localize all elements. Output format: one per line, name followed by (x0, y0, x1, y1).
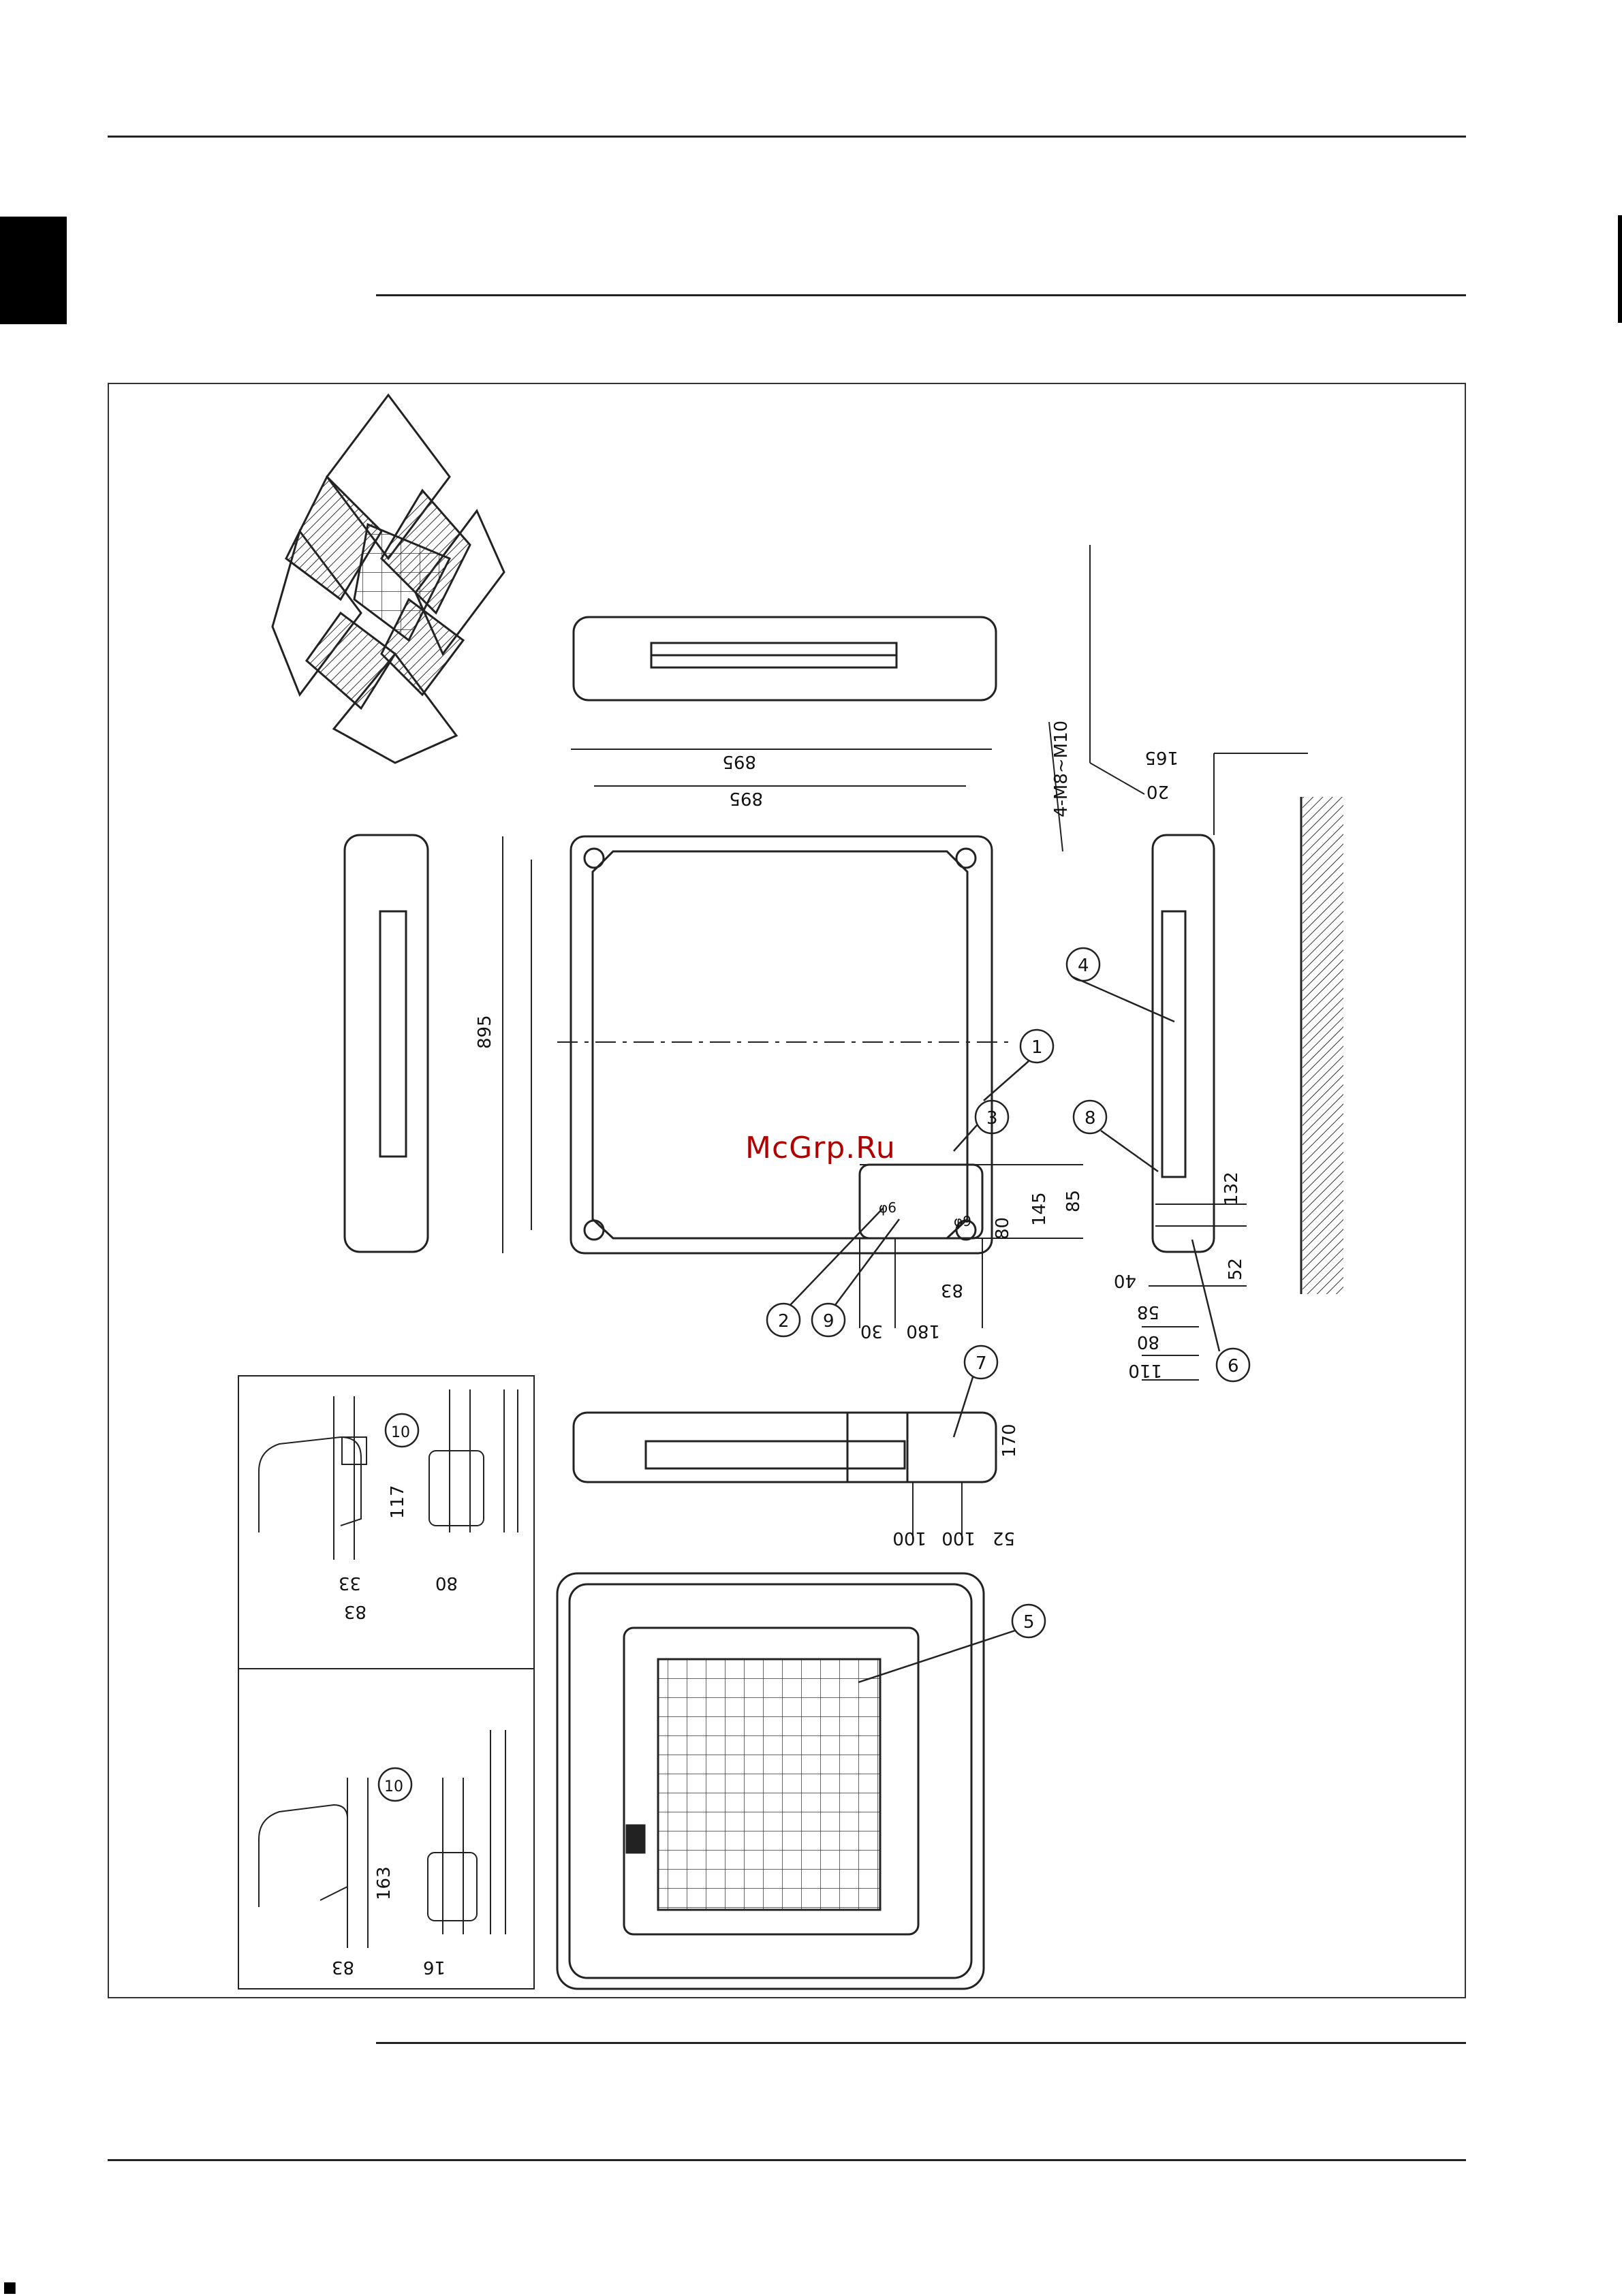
dim-40: 40 (1114, 1270, 1136, 1291)
dim-100: 100 (892, 1528, 926, 1548)
dim-100-b: 100 (941, 1528, 976, 1548)
callout-2: 2 (778, 1311, 790, 1332)
callout-7: 7 (976, 1353, 987, 1374)
dim-895-left: 895 (475, 1015, 495, 1049)
dim-80: 80 (993, 1217, 1013, 1240)
dim-52-bottom: 52 (993, 1528, 1015, 1548)
dim-52: 52 (1226, 1258, 1246, 1280)
dim-58: 58 (1137, 1302, 1159, 1322)
callout-8: 8 (1085, 1108, 1096, 1129)
dim-20: 20 (1147, 781, 1169, 802)
watermark-text: McGrp.Ru (745, 1131, 896, 1165)
detail-box-top (238, 1376, 534, 1669)
left-side-view (345, 835, 428, 1252)
dim-4-m8-m10: 4-M8~M10 (1051, 721, 1072, 817)
dim-132: 132 (1221, 1171, 1242, 1206)
detail-box-bottom (238, 1669, 534, 1989)
dim-170: 170 (999, 1424, 1020, 1458)
callout-6: 6 (1228, 1356, 1239, 1377)
callout-10-top: 10 (391, 1424, 410, 1441)
grille-plan-view (557, 1573, 984, 1989)
isometric-view (272, 395, 504, 763)
bottom-edge-fragment: ■ (3, 2279, 17, 2296)
dim-895-inner: 895 (729, 788, 763, 808)
callout-4: 4 (1078, 956, 1089, 976)
dim-80-detail: 80 (435, 1573, 458, 1593)
dim-165: 165 (1144, 747, 1179, 768)
dim-80-right: 80 (1137, 1332, 1159, 1352)
callout-1: 1 (1031, 1037, 1043, 1058)
dim-163: 163 (374, 1866, 394, 1900)
dim-30: 30 (860, 1321, 883, 1341)
dim-895-top: 895 (722, 751, 756, 772)
dim-117: 117 (388, 1485, 408, 1519)
dim-83-detail: 83 (344, 1601, 366, 1622)
callout-10-bottom: 10 (384, 1778, 403, 1795)
dim-83-detail-b: 83 (332, 1957, 354, 1977)
callout-3: 3 (986, 1108, 998, 1129)
dim-16: 16 (423, 1957, 446, 1977)
dim-33: 33 (339, 1573, 361, 1593)
dim-83: 83 (941, 1280, 963, 1300)
callout-5: 5 (1023, 1612, 1035, 1633)
dim-145: 145 (1029, 1192, 1050, 1226)
callout-9: 9 (823, 1311, 835, 1332)
pipe-label-liquid: φ6 (879, 1199, 896, 1216)
main-plan-view (503, 749, 1083, 1328)
dim-85: 85 (1063, 1190, 1084, 1212)
dim-180: 180 (906, 1321, 940, 1341)
pipe-label-gas: φ9 (954, 1213, 971, 1229)
bottom-side-view (574, 1413, 996, 1482)
top-side-view (574, 617, 996, 700)
dim-110: 110 (1128, 1360, 1162, 1381)
